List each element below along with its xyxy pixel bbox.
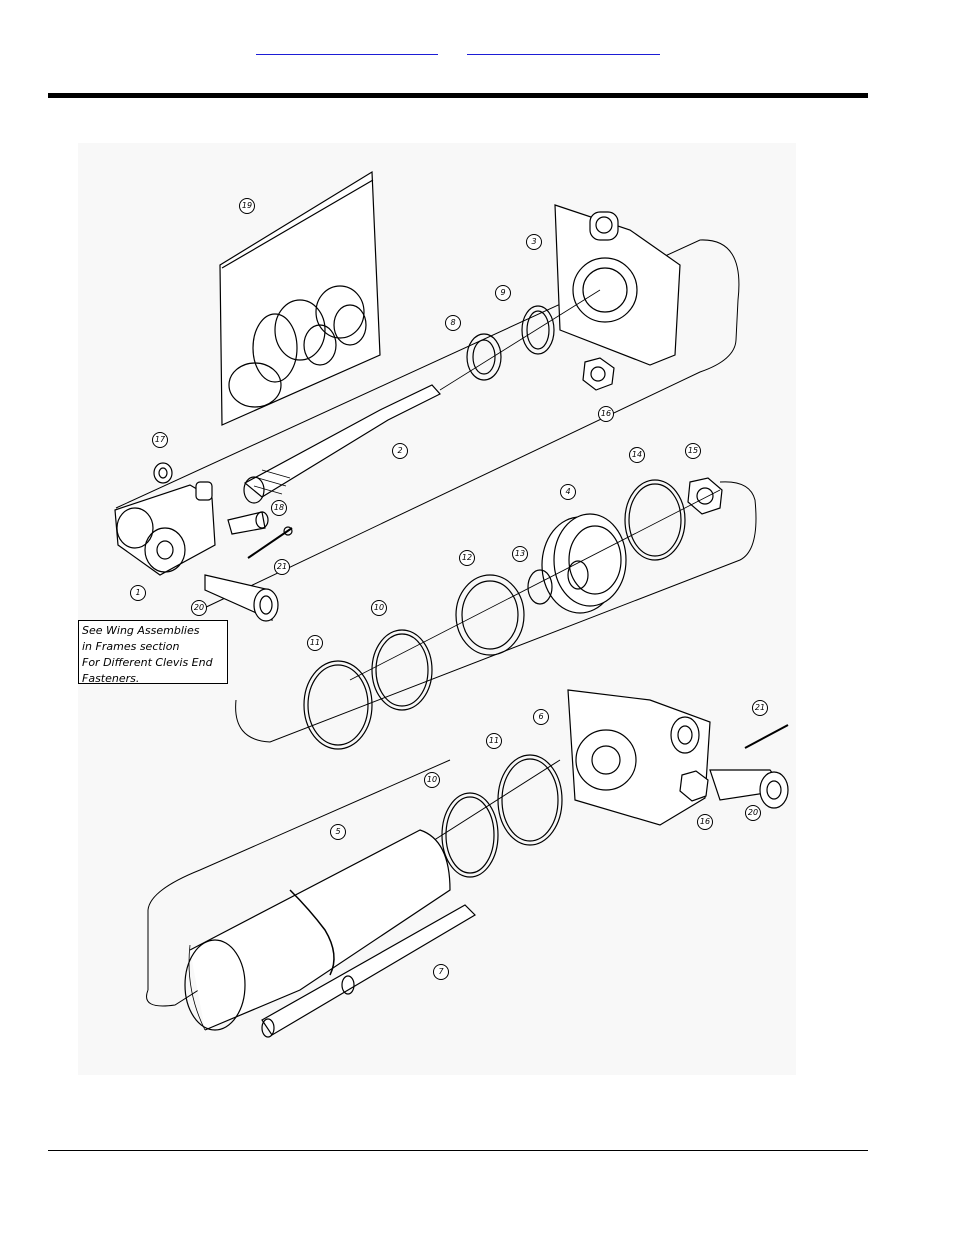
note-line-3: For Different Clevis End xyxy=(82,655,227,671)
callout-19: 19 xyxy=(239,198,255,214)
callout-10-mid: 10 xyxy=(371,600,387,616)
seal-ring-11-mid xyxy=(304,661,372,749)
callout-14: 14 xyxy=(629,447,645,463)
callout-11-mid: 11 xyxy=(307,635,323,651)
seal-ring-8 xyxy=(467,334,501,380)
callout-15: 15 xyxy=(685,443,701,459)
callout-7: 7 xyxy=(433,964,449,980)
footer-rule xyxy=(48,1150,868,1151)
seal-ring-12 xyxy=(456,575,524,655)
callout-10-low: 10 xyxy=(424,772,440,788)
callout-3: 3 xyxy=(526,234,542,250)
note-line-1: See Wing Assemblies xyxy=(82,623,227,639)
callout-11-low: 11 xyxy=(486,733,502,749)
group-outline-middle xyxy=(236,482,756,742)
callout-20-low: 20 xyxy=(745,805,761,821)
cylinder-end-cap xyxy=(555,205,680,365)
callout-4: 4 xyxy=(560,484,576,500)
reference-note: See Wing Assemblies in Frames section Fo… xyxy=(78,620,228,684)
seal-ring-11-low xyxy=(498,755,562,845)
wear-ring-14 xyxy=(625,480,685,560)
callout-17: 17 xyxy=(152,432,168,448)
callout-21-low: 21 xyxy=(752,700,768,716)
callout-9: 9 xyxy=(495,285,511,301)
callout-20-top: 20 xyxy=(191,600,207,616)
callout-16-top: 16 xyxy=(598,406,614,422)
callout-6: 6 xyxy=(533,709,549,725)
callout-16-low: 16 xyxy=(697,814,713,830)
callout-1: 1 xyxy=(130,585,146,601)
callout-5: 5 xyxy=(330,824,346,840)
callout-13: 13 xyxy=(512,546,528,562)
callout-12: 12 xyxy=(459,550,475,566)
note-line-4: Fasteners. xyxy=(82,671,227,687)
callout-2: 2 xyxy=(392,443,408,459)
note-line-2: in Frames section xyxy=(82,639,227,655)
backup-ring-10-low xyxy=(442,793,498,877)
callout-8: 8 xyxy=(445,315,461,331)
backup-ring-10-mid xyxy=(372,630,432,710)
callout-18: 18 xyxy=(271,500,287,516)
callout-21-top: 21 xyxy=(274,559,290,575)
lock-nut-top xyxy=(583,358,614,390)
piston-group xyxy=(528,478,722,613)
hex-nut-15 xyxy=(688,478,722,514)
